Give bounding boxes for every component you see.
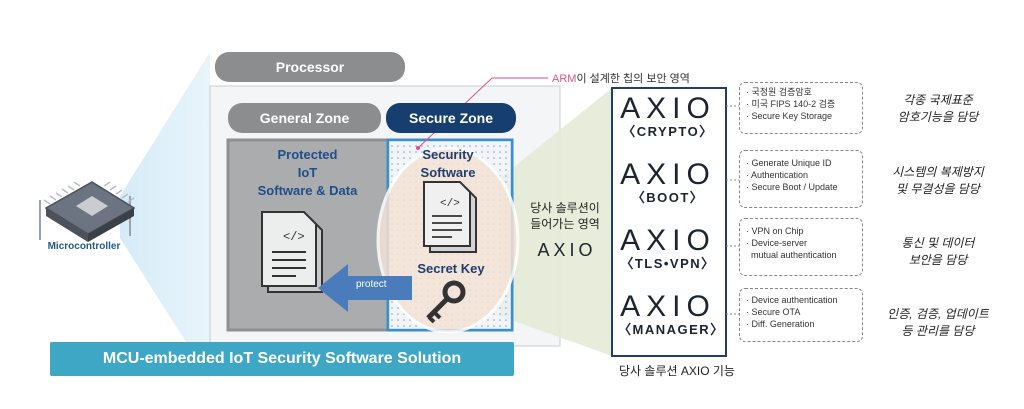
security-document-icon: </>	[423, 181, 477, 253]
desc-line: 인증, 검증, 업데이트	[887, 307, 989, 321]
feature-item: · 국정원 검증암호	[746, 87, 812, 97]
protected-line-3: Software & Data	[257, 183, 358, 198]
security-software-line-2: Software	[420, 165, 476, 180]
product-boot: AXIO 〈BOOT〉	[618, 160, 718, 206]
footer-caption: 당사 솔루션 AXIO 기능	[619, 364, 735, 378]
bracket-left-icon: 〈	[631, 190, 647, 205]
secret-key-label: Secret Key	[417, 261, 485, 276]
feature-item: mutual authentication	[746, 250, 837, 260]
bracket-right-icon: 〉	[689, 190, 705, 205]
protected-line-1: Protected	[277, 147, 338, 162]
feature-item: · Diff. Generation	[746, 319, 815, 329]
feature-item: · Device authentication	[746, 295, 838, 305]
processor-pill: Processor	[215, 52, 405, 82]
microcontroller-chip-icon	[39, 181, 136, 242]
protected-line-2: IoT	[297, 165, 318, 180]
key-icon	[426, 280, 466, 324]
solution-beam	[500, 88, 612, 356]
arm-annotation-text: 이 설계한 칩의 보안 영역	[576, 73, 690, 85]
secure-zone-pill: Secure Zone	[386, 103, 516, 133]
microcontroller-label: Microcontroller	[47, 241, 121, 252]
desc-crypto: 각종 국제표준 암호기능을 담당	[868, 92, 1008, 126]
svg-text:</>: </>	[440, 198, 460, 210]
svg-text:</>: </>	[283, 230, 305, 244]
product-crypto-sub: CRYPTO	[636, 124, 700, 139]
arm-label: ARM	[552, 73, 577, 85]
desc-line: 통신 및 데이터	[901, 236, 975, 250]
bracket-left-icon: 〈	[620, 256, 635, 271]
feature-box-tls-vpn: · VPN on Chip · Device-server mutual aut…	[739, 218, 863, 276]
bracket-left-icon: 〈	[618, 322, 633, 337]
desc-line: 및 무결성을 담당	[896, 182, 980, 196]
desc-line: 시스템의 복제방지	[892, 165, 984, 179]
product-panel	[611, 87, 727, 357]
feature-box-boot: · Generate Unique ID · Authentication · …	[739, 150, 863, 208]
feature-item: · Secure OTA	[746, 307, 801, 317]
feature-item: · Generate Unique ID	[746, 158, 832, 168]
product-manager-name: AXIO	[620, 290, 716, 323]
general-zone-pill: General Zone	[228, 103, 381, 133]
product-crypto-name: AXIO	[620, 92, 716, 125]
desc-line: 암호기능을 담당	[897, 110, 979, 124]
product-tls-vpn-name: AXIO	[620, 224, 716, 257]
solution-area-line-1: 당사 솔루션이	[530, 201, 600, 215]
axio-area-logo: AXIO	[537, 240, 597, 260]
protected-text: Protected IoT Software & Data	[240, 146, 375, 200]
feature-box-crypto: · 국정원 검증암호 · 미국 FIPS 140-2 검증 · Secure K…	[739, 82, 863, 134]
desc-line: 등 관리를 담당	[901, 324, 975, 338]
product-boot-sub: BOOT	[646, 190, 690, 205]
feature-item: · VPN on Chip	[746, 226, 804, 236]
product-crypto: AXIO 〈CRYPTO〉	[618, 94, 718, 140]
feature-item: · Secure Boot / Update	[746, 182, 838, 192]
mcu-beam	[120, 52, 210, 380]
solution-area-line-2: 들어가는 영역	[530, 217, 600, 231]
feature-box-manager: · Device authentication · Secure OTA · D…	[739, 288, 863, 342]
product-boot-name: AXIO	[620, 158, 716, 191]
bracket-right-icon: 〉	[699, 124, 714, 139]
bracket-left-icon: 〈	[622, 124, 637, 139]
security-software-line-1: Security	[422, 147, 474, 162]
feature-item: · Device-server	[746, 238, 808, 248]
desc-line: 보안을 담당	[908, 253, 968, 267]
protected-document-icon: </>	[261, 211, 323, 293]
feature-item: · Authentication	[746, 170, 809, 180]
feature-item: · 미국 FIPS 140-2 검증	[746, 99, 836, 109]
solution-banner: MCU-embedded IoT Security Software Solut…	[50, 342, 514, 376]
product-manager-sub: MANAGER	[632, 322, 711, 337]
feature-item: · Secure Key Storage	[746, 111, 833, 121]
solution-area-text: 당사 솔루션이 들어가는 영역	[520, 200, 610, 232]
arm-annotation: ARM이 설계한 칩의 보안 영역	[552, 70, 690, 86]
protect-arrow	[318, 264, 412, 312]
desc-manager: 인증, 검증, 업데이트 등 관리를 담당	[868, 306, 1008, 340]
desc-tls-vpn: 통신 및 데이터 보안을 담당	[868, 235, 1008, 269]
desc-line: 각종 국제표준	[903, 93, 973, 107]
product-tls-vpn: AXIO 〈TLS•VPN〉	[618, 226, 718, 272]
security-software-text: Security Software	[404, 146, 492, 182]
protect-label: protect	[356, 279, 387, 290]
product-manager: AXIO 〈MANAGER〉	[618, 290, 723, 338]
bracket-right-icon: 〉	[701, 256, 716, 271]
product-tls-vpn-sub: TLS•VPN	[634, 256, 702, 271]
bracket-right-icon: 〉	[710, 322, 725, 337]
desc-boot: 시스템의 복제방지 및 무결성을 담당	[868, 164, 1008, 198]
